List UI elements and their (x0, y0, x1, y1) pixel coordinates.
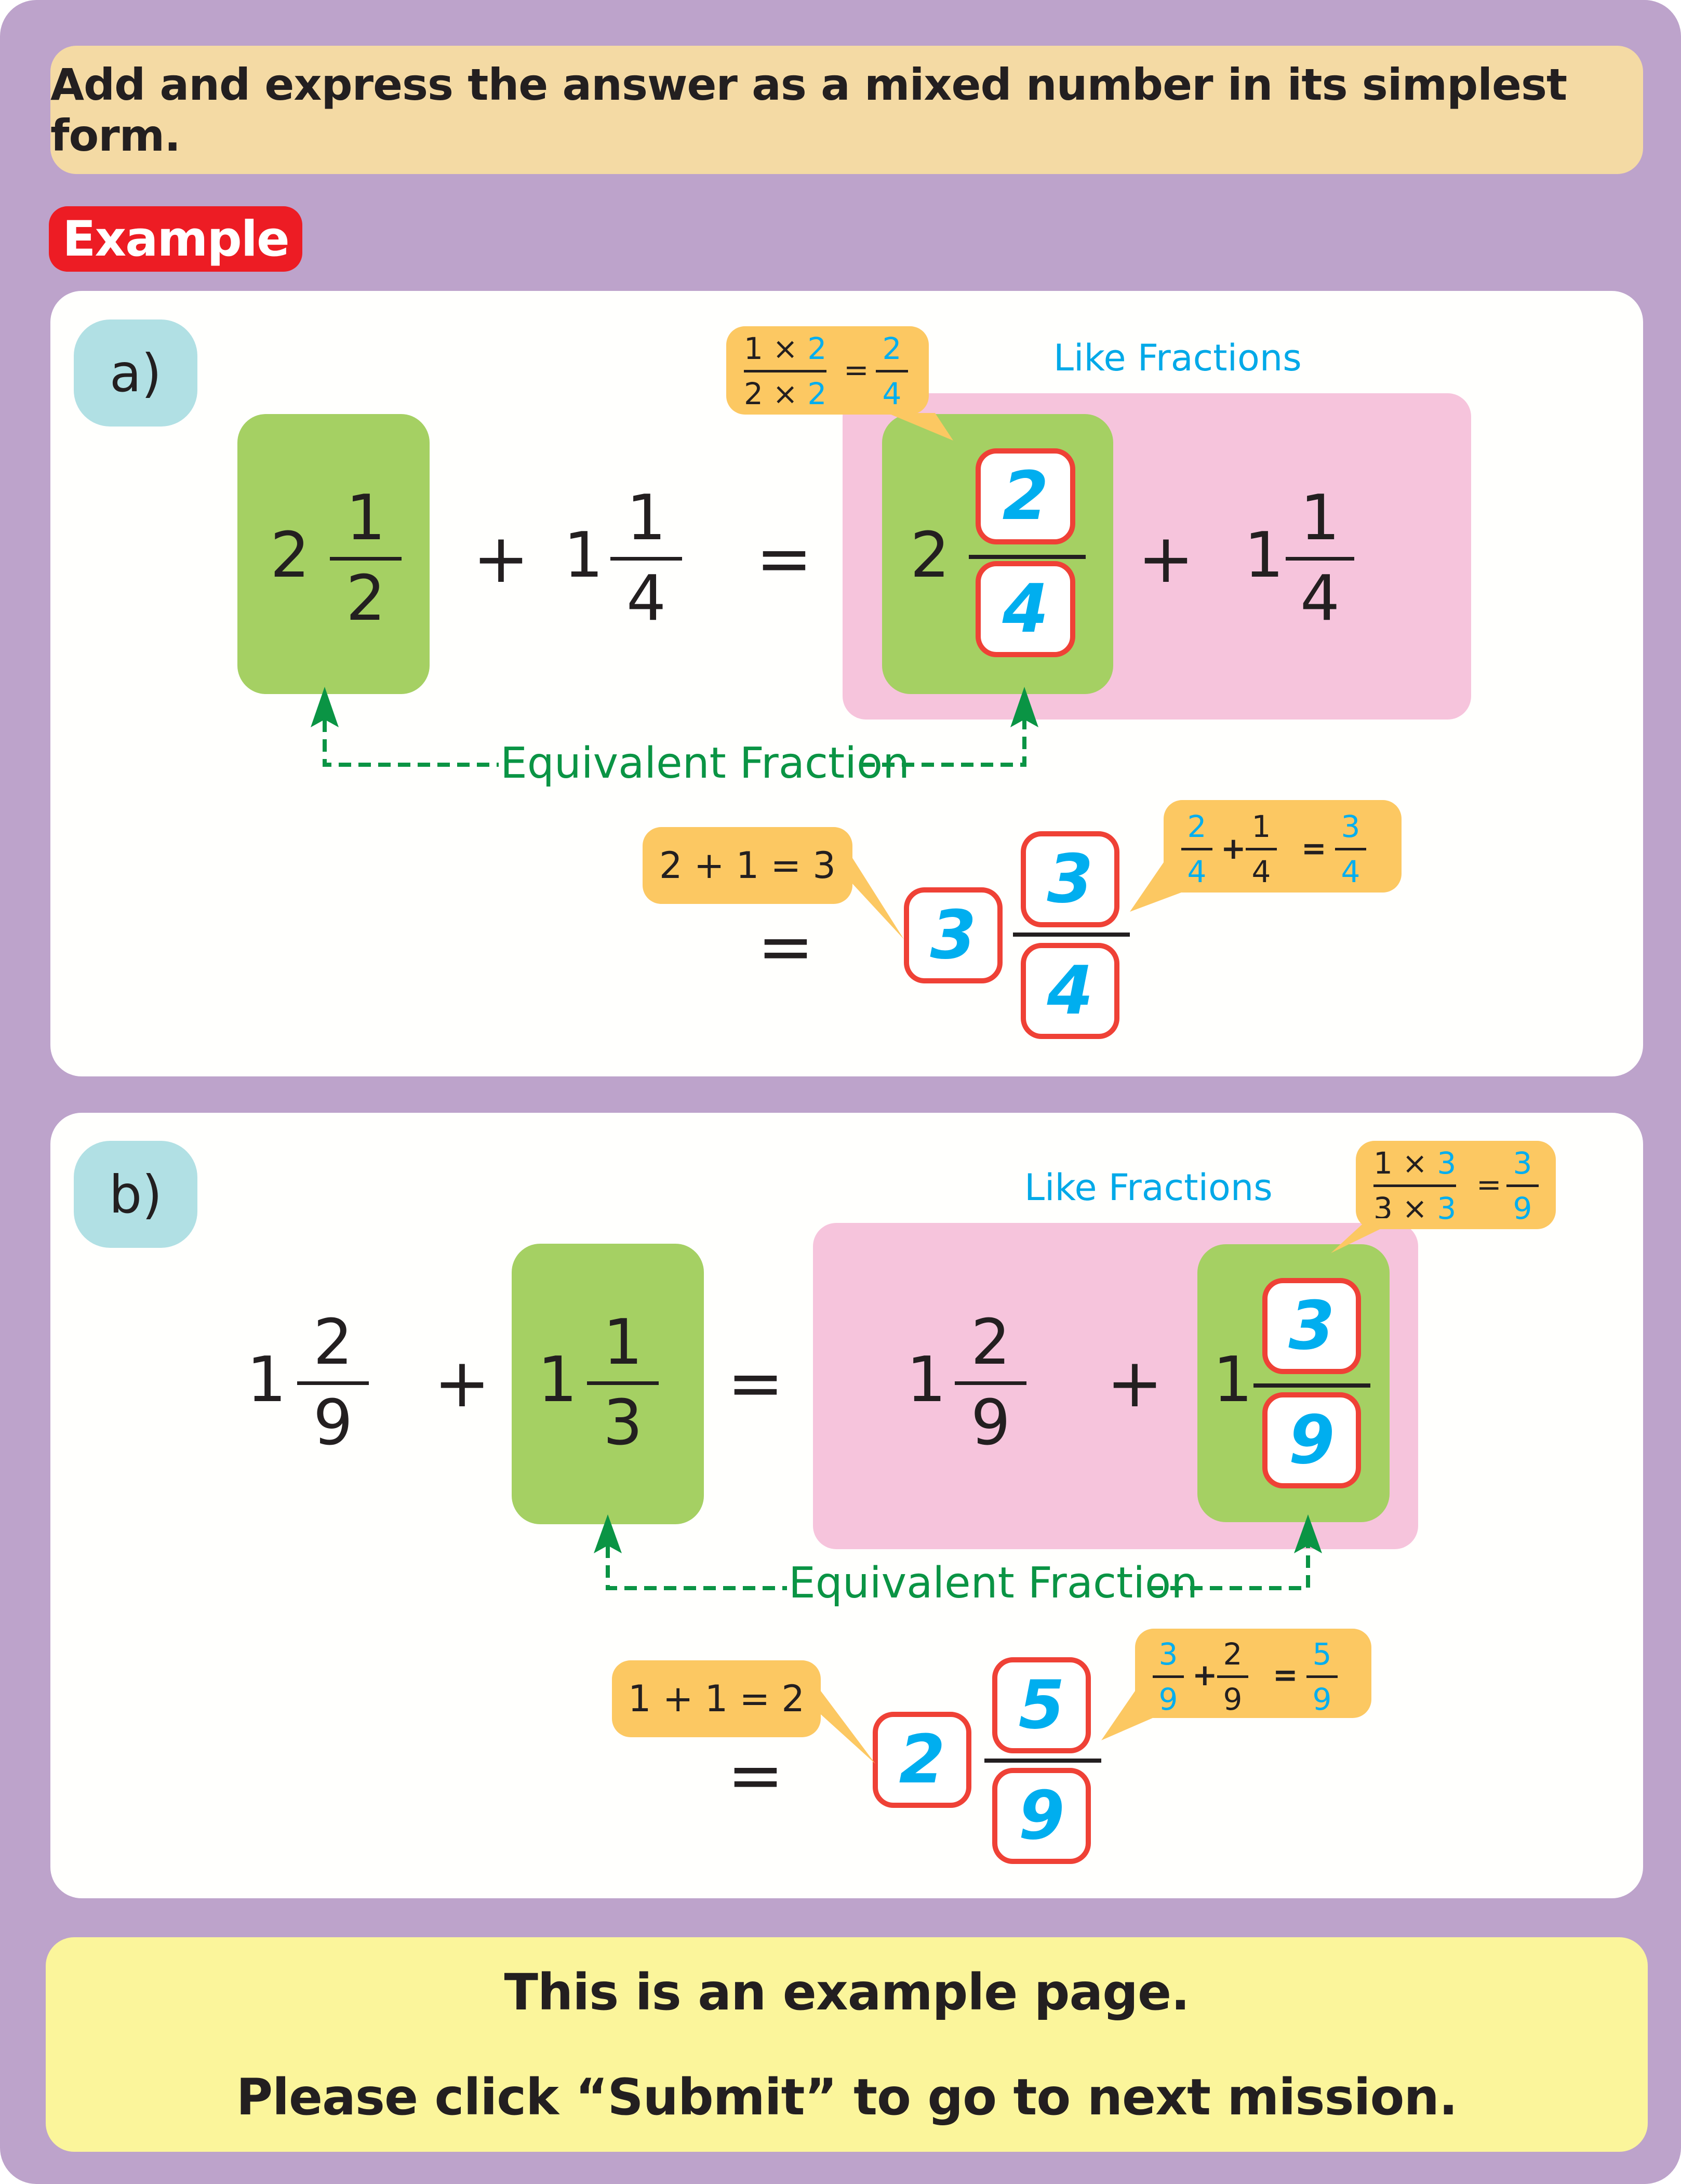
example-badge-label: Example (62, 210, 289, 268)
fraction-bar (1246, 848, 1277, 850)
problem-a-term1-den: 2 (345, 563, 386, 635)
fraction-bar (744, 370, 827, 372)
problem-a-like-term2-den: 4 (1300, 563, 1340, 635)
conversion-fraction: 1 × 2 2 × 2 (744, 331, 827, 411)
problem-a-like-fractions-label: Like Fractions (1053, 337, 1302, 379)
problem-a-equivalent-arrow (311, 687, 1038, 767)
arrow-up-icon (311, 687, 339, 727)
problem-a-term1-whole: 2 (270, 520, 310, 592)
problem-a-equals: = (756, 519, 812, 598)
problem-b-answer-equals: = (727, 1736, 784, 1815)
fraction-bar (1506, 1184, 1539, 1187)
problem-b-like-term2-den-box: 9 (1262, 1392, 1361, 1488)
fraction-bar (1253, 1383, 1370, 1388)
footer-line-2: Please click “Submit” to go to next miss… (236, 2068, 1458, 2126)
fraction-bar (1306, 1675, 1338, 1678)
problem-a-like-term1-num-box: 2 (976, 448, 1075, 544)
problem-a-like-term1-den-box: 4 (976, 561, 1075, 657)
problem-b-like-term1-whole: 1 (906, 1344, 946, 1416)
fraction-bar (1153, 1675, 1184, 1678)
problem-a-term2-num: 1 (626, 482, 666, 554)
bubble-tail (1130, 862, 1190, 912)
problem-a-plus: + (473, 519, 529, 598)
fraction-bar (955, 1381, 1026, 1385)
fraction-bar (610, 557, 682, 561)
problem-b-term2-fraction: 1 3 (587, 1312, 659, 1455)
fraction-bar (1181, 848, 1212, 850)
fraction-bar (1373, 1184, 1457, 1187)
problem-a-label-text: a) (109, 342, 162, 404)
fraction-bar (1013, 933, 1130, 937)
bubble-tail (852, 857, 904, 939)
problem-b-fraction-sum-bubble: 3 9 + 2 9 = 5 9 (1135, 1629, 1371, 1718)
problem-a-like-term2-fraction: 1 4 (1286, 487, 1354, 630)
problem-a-term2-den: 4 (626, 563, 666, 635)
instruction-banner: Add and express the answer as a mixed nu… (50, 46, 1643, 174)
problem-a-term1-fraction: 1 2 (330, 487, 402, 630)
example-badge: Example (49, 206, 302, 272)
problem-b-equivalent-arrow (594, 1514, 1322, 1590)
problem-a-label: a) (74, 319, 197, 427)
problem-b-whole-sum-bubble: 1 + 1 = 2 (612, 1660, 821, 1737)
problem-b-label: b) (74, 1141, 197, 1248)
footer-message: This is an example page. Please click “S… (46, 1937, 1648, 2152)
instruction-text: Add and express the answer as a mixed nu… (50, 59, 1567, 161)
problem-a-term2-fraction: 1 4 (610, 487, 682, 630)
problem-b-like-plus: + (1106, 1343, 1163, 1422)
problem-b-like-term2-whole: 1 (1213, 1344, 1253, 1416)
fraction-bar (1335, 848, 1366, 850)
problem-b-like-term1-fraction: 2 9 (955, 1312, 1026, 1455)
problem-b-like-fractions-label: Like Fractions (1024, 1166, 1273, 1209)
problem-a-like-term2-whole: 1 (1244, 520, 1284, 592)
problem-a-conversion-bubble: 1 × 2 2 × 2 = 2 4 (726, 326, 929, 415)
problem-a-term2-whole: 1 (564, 520, 604, 592)
problem-b-term1-whole: 1 (247, 1344, 287, 1416)
footer-line-1: This is an example page. (504, 1963, 1190, 2021)
bubble-tail (1101, 1691, 1161, 1740)
fraction-bar (876, 370, 908, 372)
bubble-tail (887, 413, 953, 441)
problem-b-answer-whole-box[interactable]: 2 (873, 1712, 971, 1808)
problem-a-answer-num-box[interactable]: 3 (1021, 831, 1119, 927)
problem-b-equals: = (727, 1343, 784, 1422)
problem-a-answer-whole-box[interactable]: 3 (904, 887, 1003, 983)
fraction-bar (1217, 1675, 1248, 1678)
problem-b-label-text: b) (109, 1164, 163, 1225)
bubble-tail (821, 1691, 875, 1764)
problem-b-answer-num-box[interactable]: 5 (992, 1657, 1091, 1753)
problem-b-plus: + (434, 1343, 490, 1422)
problem-b-equivalent-fraction-label: Equivalent Fraction (789, 1559, 1198, 1608)
arrow-up-icon (1010, 687, 1038, 727)
problem-b-like-term2-num-box: 3 (1262, 1278, 1361, 1374)
problem-a-term1-highlight (237, 414, 430, 694)
problem-b-term2-whole: 1 (538, 1344, 578, 1416)
problem-a-whole-sum-bubble: 2 + 1 = 3 (643, 827, 852, 904)
bubble-tail (1331, 1218, 1403, 1253)
problem-a-answer-den-box[interactable]: 4 (1021, 943, 1119, 1039)
fraction-bar (969, 555, 1086, 559)
problem-b-conversion-bubble: 1 × 3 3 × 3 = 3 9 (1356, 1141, 1556, 1229)
fraction-bar (330, 557, 402, 561)
arrow-up-icon (1294, 1514, 1322, 1553)
fraction-bar (297, 1381, 369, 1385)
fraction-bar (587, 1381, 659, 1385)
problem-a-equivalent-fraction-label: Equivalent Fraction (500, 739, 910, 788)
problem-a-like-term1-whole: 2 (910, 520, 950, 592)
problem-a-term1-num: 1 (345, 482, 386, 554)
fraction-bar (1286, 557, 1354, 561)
problem-a-like-term2-num: 1 (1300, 482, 1340, 554)
problem-a-fraction-sum-bubble: 2 4 + 1 4 = 3 4 (1164, 800, 1402, 893)
problem-b-term1-fraction: 2 9 (297, 1312, 369, 1455)
problem-b-answer-den-box[interactable]: 9 (992, 1768, 1091, 1864)
problem-a-like-plus: + (1138, 519, 1194, 598)
fraction-bar (984, 1759, 1101, 1763)
problem-a-answer-equals: = (757, 907, 814, 986)
arrow-up-icon (594, 1514, 622, 1553)
